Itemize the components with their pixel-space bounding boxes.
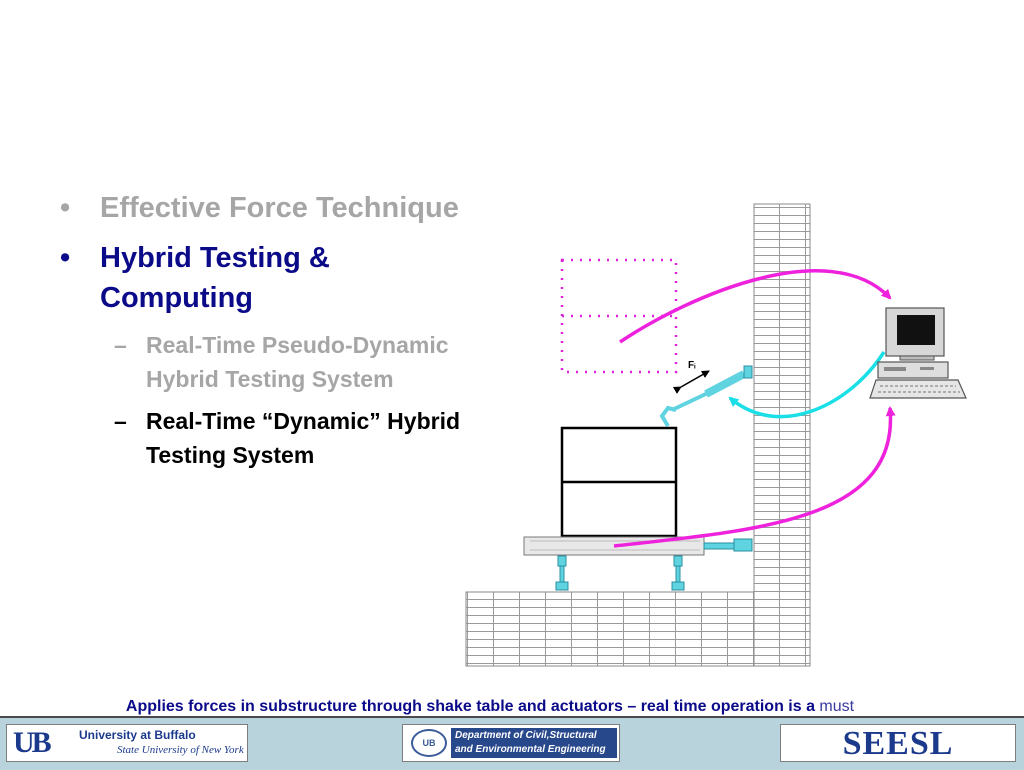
force-actuator — [659, 365, 753, 428]
footer-bar: UB University at Buffalo State Universit… — [0, 716, 1024, 770]
magenta-arrow-top — [619, 269, 892, 344]
strong-floor — [465, 591, 755, 667]
subbullet-text: Real-Time “Dynamic” Hybrid Testing Syste… — [146, 408, 461, 468]
hybrid-testing-diagram: Fᵢ — [465, 203, 967, 667]
dept-line2: and Environmental Engineering — [455, 744, 606, 755]
subbullet-mark: – — [114, 332, 127, 358]
magenta-arrow-bottom — [613, 406, 896, 548]
ub-logo: UB University at Buffalo State Universit… — [6, 724, 248, 762]
physical-substructure — [560, 426, 678, 538]
caption-main: Applies forces in substructure through s… — [125, 698, 815, 715]
bullet-list: • Effective Force Technique • Hybrid Tes… — [60, 188, 480, 480]
subbullet-pseudo-dynamic: – Real-Time Pseudo-Dynamic Hybrid Testin… — [60, 328, 480, 396]
dept-seal: UB — [411, 729, 447, 757]
ub-name-text: University at Buffalo — [79, 728, 196, 742]
caption: Applies forces in substructure through s… — [0, 698, 980, 716]
dept-logo: UB Department of Civil,Structural and En… — [402, 724, 620, 762]
bullet-mark: • — [60, 242, 71, 274]
subbullet-text: Real-Time Pseudo-Dynamic Hybrid Testing … — [146, 332, 449, 392]
virtual-stories — [560, 258, 678, 374]
subbullet-mark: – — [114, 408, 127, 434]
table-actuator — [703, 538, 753, 552]
bullet-hybrid-testing: • Hybrid Testing & Computing — [60, 238, 480, 318]
computer-icon — [869, 307, 967, 399]
dept-name: Department of Civil,Structural and Envir… — [451, 728, 617, 758]
table-supports — [555, 555, 685, 591]
seesl-text: SEESL — [842, 725, 954, 762]
bullet-text: Effective Force Technique — [100, 192, 459, 224]
ub-sub-text: State University of New York — [117, 744, 244, 756]
bullet-mark: • — [60, 192, 71, 224]
bullet-text: Hybrid Testing & Computing — [100, 242, 330, 314]
dept-line1: Department of Civil,Structural — [455, 730, 597, 741]
reaction-wall — [753, 203, 811, 667]
subbullet-dynamic-hybrid: – Real-Time “Dynamic” Hybrid Testing Sys… — [60, 404, 480, 472]
bullet-effective-force: • Effective Force Technique — [60, 188, 480, 228]
force-label: Fᵢ — [688, 360, 696, 371]
ub-mark-text: UB — [13, 726, 52, 759]
force-arrow — [672, 370, 710, 394]
seesl-logo: SEESL — [780, 724, 1016, 762]
cyan-arrow — [728, 351, 886, 419]
caption-emphasis: must — [819, 698, 855, 715]
